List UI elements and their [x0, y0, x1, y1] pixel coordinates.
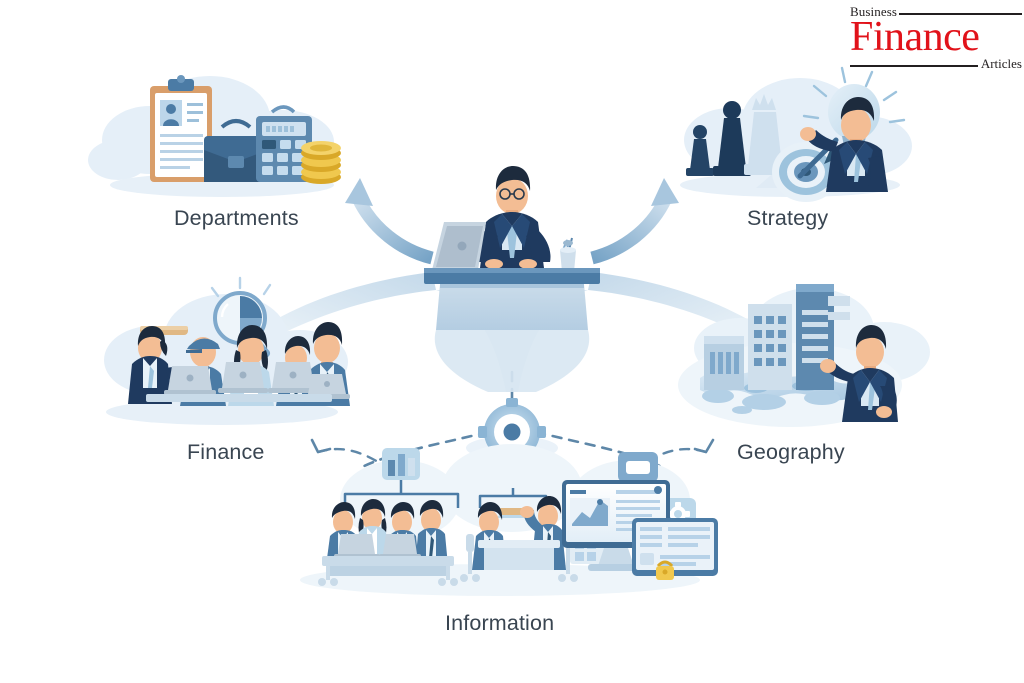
- chat-bubble-icon: [618, 452, 658, 492]
- logo-rule-top: [899, 13, 1022, 15]
- calculator-icon: [256, 105, 312, 182]
- coins-icon: [301, 141, 341, 184]
- illustration-strategy: [680, 66, 912, 202]
- logo-articles-text: Articles: [980, 56, 1022, 71]
- arrowhead-geography: [693, 438, 715, 454]
- strategy-businessman: [800, 97, 888, 192]
- desktop-monitor: [562, 480, 670, 571]
- briefcase-icon: [204, 119, 268, 182]
- site-logo[interactable]: Business Finance Articles: [850, 4, 1022, 70]
- hub-pen-cup: [560, 237, 576, 272]
- dash-hub-left: [358, 430, 490, 470]
- node-label-departments: Departments: [174, 206, 299, 230]
- logo-rule-bottom: [850, 65, 978, 67]
- node-label-finance: Finance: [187, 440, 265, 464]
- chess-pieces: [686, 94, 786, 176]
- city-buildings: [704, 284, 850, 390]
- node-label-geography: Geography: [737, 440, 845, 464]
- arrow-to-departments: [345, 178, 434, 265]
- central-businessman-desk: [424, 166, 600, 392]
- bar-chart-icon: [382, 448, 420, 492]
- node-label-strategy: Strategy: [747, 206, 829, 230]
- sweep-to-geography: [588, 272, 774, 352]
- arrow-to-strategy: [590, 178, 679, 265]
- info-devices: [562, 480, 718, 580]
- node-label-information: Information: [445, 611, 555, 635]
- logo-finance-text: Finance: [850, 14, 980, 60]
- hub-figure: [469, 166, 551, 269]
- tablet-dashboard: [632, 518, 718, 576]
- clipboard-icon: [150, 75, 212, 182]
- illustration-geography: [678, 284, 930, 427]
- logo-bottom-row: Articles: [850, 56, 1022, 71]
- info-team-middle: [460, 496, 578, 582]
- arrowhead-finance: [310, 438, 332, 454]
- geography-businessman: [820, 325, 898, 422]
- illustration-departments: [88, 75, 341, 197]
- sweep-to-finance: [250, 272, 436, 352]
- illustration-finance: [104, 276, 350, 425]
- info-team-left: [318, 499, 458, 586]
- logo-business-text: Business: [850, 4, 898, 19]
- dashed-arrowheads: [310, 438, 715, 454]
- illustration-information: [300, 444, 718, 596]
- hub-desk: [424, 268, 600, 330]
- padlock-icon: [656, 560, 674, 580]
- finance-laptops: [164, 362, 350, 399]
- hub-laptop: [426, 222, 486, 274]
- logo-top-row: Business: [850, 4, 1022, 19]
